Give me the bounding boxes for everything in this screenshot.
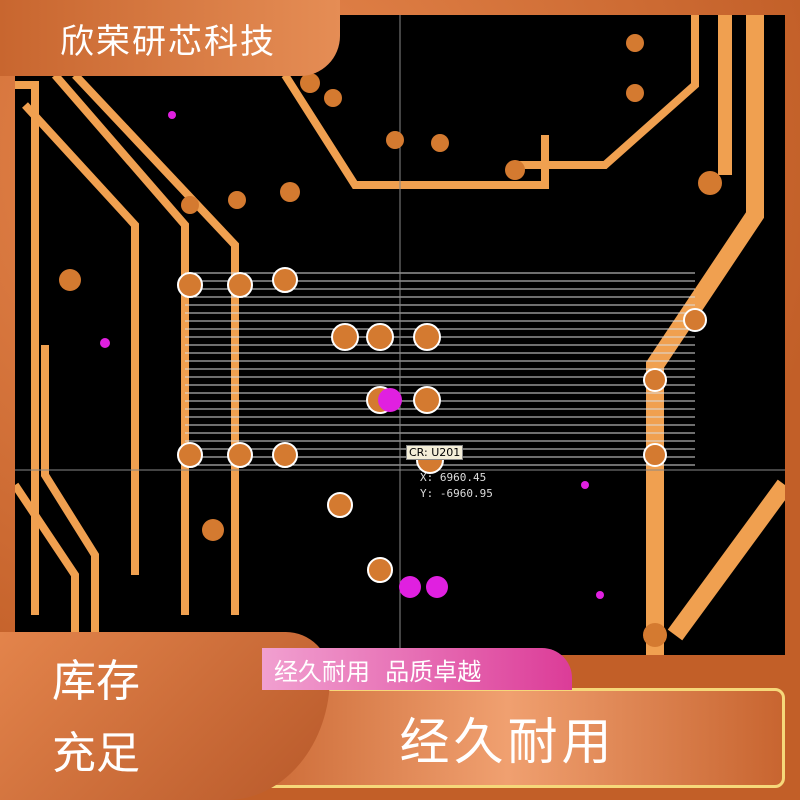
stock-tag: 库存 充足	[0, 632, 330, 800]
component-label: CR: U201	[406, 445, 464, 460]
stock-tag-line-2: 充足	[52, 728, 140, 779]
pcb-traces	[15, 15, 785, 655]
brand-name: 欣荣研芯科技	[0, 0, 340, 76]
pcb-layout-image: CR: U201 X: 6960.45 Y: -6960.95	[15, 15, 785, 655]
coordinate-x: X: 6960.45	[420, 471, 487, 484]
coordinate-y: Y: -6960.95	[420, 487, 493, 500]
headline-banner: 经久耐用	[230, 688, 785, 788]
stock-tag-line-1: 库存	[52, 656, 140, 707]
slogan-ribbon: 经久耐用 品质卓越	[262, 648, 572, 690]
